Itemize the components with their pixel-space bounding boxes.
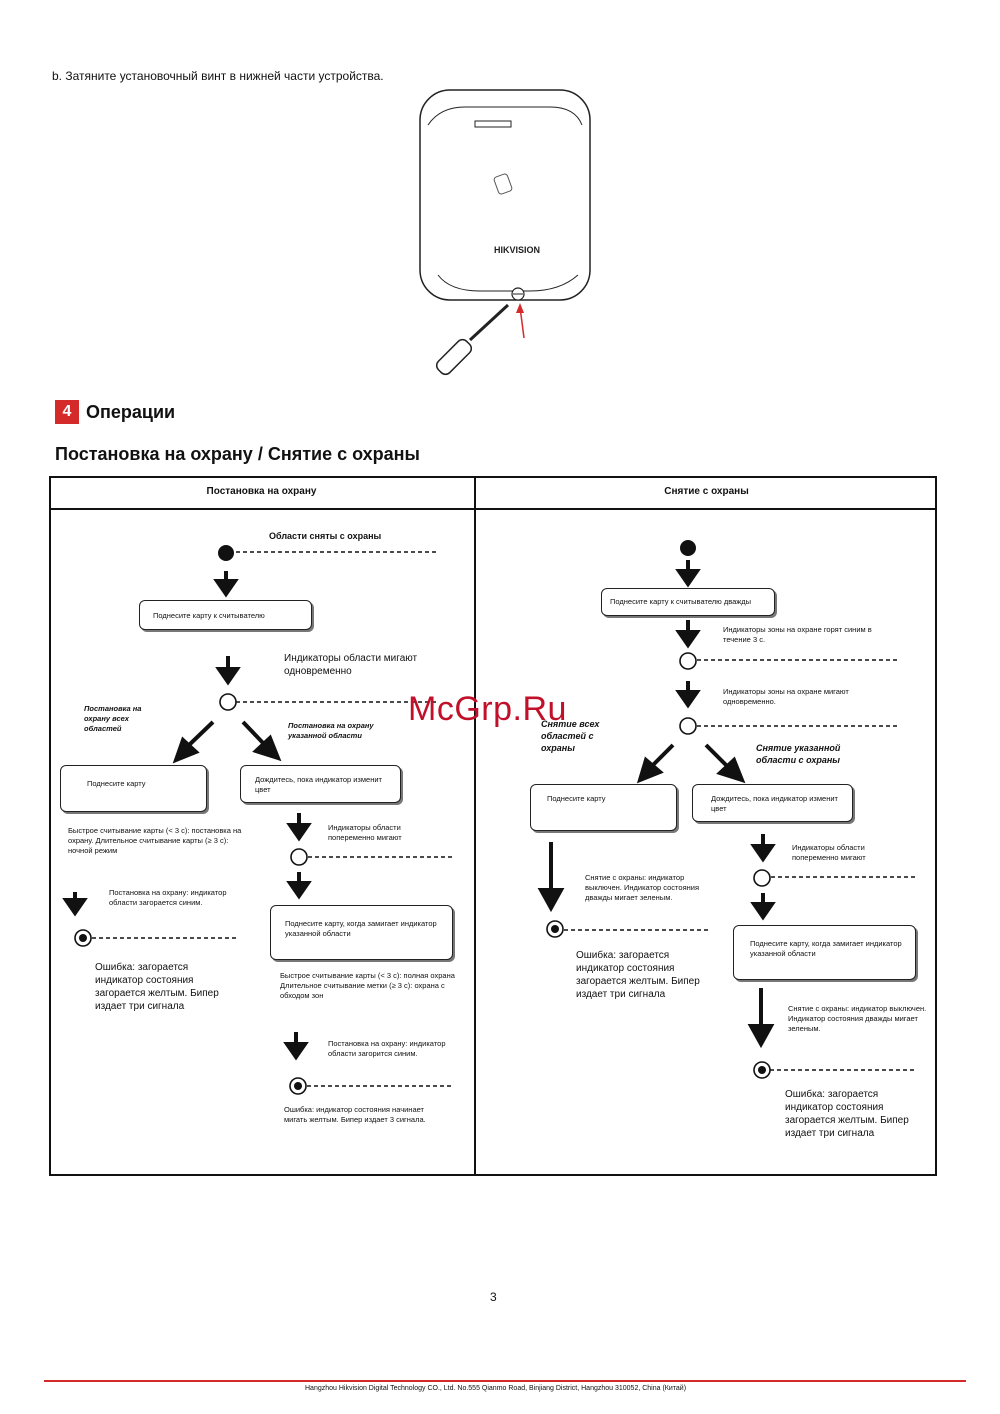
step-b-text: b. Затяните установочный винт в нижней ч… bbox=[52, 69, 384, 83]
footer-rule bbox=[44, 1380, 966, 1382]
arming-left-error: Ошибка: загорается индикатор состояния з… bbox=[95, 962, 219, 1012]
red-arrow-icon bbox=[516, 303, 524, 313]
disarming-right-branch-label: Снятие указанной области с охраны bbox=[756, 743, 841, 765]
disarming-right-box-text: Дождитесь, пока индикатор изменит цвет bbox=[711, 794, 838, 813]
arming-left-read-note: Быстрое считывание карты (< 3 с): постан… bbox=[68, 826, 242, 855]
device-illustration: HIKVISION bbox=[419, 89, 591, 376]
arming-left-branch-label: Постановка на охрану всех областей bbox=[84, 704, 142, 733]
page-number: 3 bbox=[490, 1290, 497, 1304]
disarming-left-branch-label: Снятие всех областей с охраны bbox=[541, 719, 600, 753]
disarming-blue-note: Индикаторы зоны на охране горят синим в … bbox=[723, 625, 872, 644]
footer-text: Hangzhou Hikvision Digital Technology CO… bbox=[305, 1385, 687, 1392]
disarming-left-box-text: Поднесите карту bbox=[547, 794, 606, 803]
arming-left-box-text: Поднесите карту bbox=[87, 779, 146, 788]
arming-header: Постановка на охрану bbox=[206, 486, 317, 497]
disarming-tap-text: Поднесите карту к считывателю дважды bbox=[610, 597, 752, 606]
start-node-disarming bbox=[680, 540, 696, 556]
arming-right-box-text: Дождитесь, пока индикатор изменит цвет bbox=[255, 775, 382, 794]
disarming-left-error: Ошибка: загорается индикатор состояния з… bbox=[576, 950, 700, 1000]
disarming-left-success: Снятие с охраны: индикатор выключен. Инд… bbox=[585, 873, 700, 902]
arming-alt-blink: Индикаторы области попеременно мигают bbox=[328, 823, 402, 842]
table-divider bbox=[474, 476, 476, 1176]
table-header-line bbox=[49, 508, 937, 510]
arming-tap-box: Поднесите карту к считывателю bbox=[139, 600, 312, 630]
disarming-right-box: Дождитесь, пока индикатор изменит цвет bbox=[692, 784, 853, 822]
arming-right-success: Постановка на охрану: индикатор области … bbox=[328, 1039, 446, 1058]
disarming-right-box2: Поднесите карту, когда замигает индикато… bbox=[733, 925, 916, 980]
disarming-left-box: Поднесите карту bbox=[530, 784, 677, 831]
disarming-right-error: Ошибка: загорается индикатор состояния з… bbox=[785, 1089, 909, 1139]
disarming-tap-box: Поднесите карту к считывателю дважды bbox=[601, 588, 775, 616]
disarming-right-success: Снятие с охраны: индикатор выключен. Инд… bbox=[788, 1004, 927, 1033]
disarming-header: Снятие с охраны bbox=[664, 486, 749, 497]
arming-start-label: Области сняты с охраны bbox=[269, 531, 382, 541]
start-node-arming bbox=[218, 545, 234, 561]
arming-tap-text: Поднесите карту к считывателю bbox=[153, 611, 265, 620]
section-number: 4 bbox=[55, 400, 79, 424]
arming-right-box: Дождитесь, пока индикатор изменит цвет bbox=[240, 765, 401, 803]
screwdriver-icon bbox=[435, 338, 473, 376]
section-title: Операции bbox=[86, 402, 176, 422]
arming-right-box2: Поднесите карту, когда замигает индикато… bbox=[270, 905, 453, 960]
disarming-right-box2-text: Поднесите карту, когда замигает индикато… bbox=[750, 939, 902, 958]
disarming-alt-blink: Индикаторы области попеременно мигают bbox=[792, 843, 866, 862]
watermark: McGrp.Ru bbox=[408, 690, 567, 728]
subsection-title: Постановка на охрану / Снятие с охраны bbox=[55, 444, 420, 464]
arming-left-box: Поднесите карту bbox=[60, 765, 207, 812]
arming-blink-note: Индикаторы области мигают одновременно bbox=[284, 653, 418, 677]
arming-right-read-note: Быстрое считывание карты (< 3 с): полная… bbox=[280, 971, 455, 1000]
arming-right-branch-label: Постановка на охрану указанной области bbox=[288, 721, 374, 740]
arming-left-success: Постановка на охрану: индикатор области … bbox=[109, 888, 227, 907]
disarming-blink-note: Индикаторы зоны на охране мигают одновре… bbox=[723, 687, 849, 706]
arming-right-box2-text: Поднесите карту, когда замигает индикато… bbox=[285, 919, 437, 938]
arming-right-error: Ошибка: индикатор состояния начинает миг… bbox=[284, 1105, 426, 1124]
flow-table bbox=[49, 476, 937, 1176]
device-brand-logo: HIKVISION bbox=[494, 245, 540, 255]
